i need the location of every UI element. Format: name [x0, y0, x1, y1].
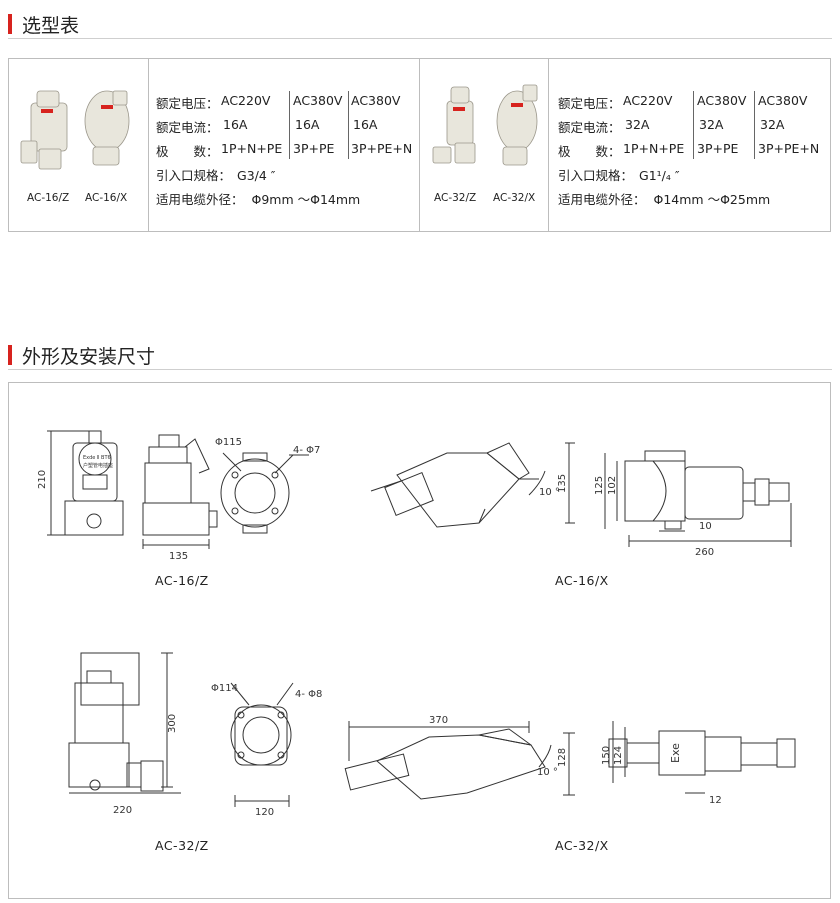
- voltage-value: AC220V: [221, 93, 271, 108]
- divider: [289, 91, 290, 159]
- product-caption: AC-32/Z: [434, 192, 477, 204]
- accent-bar: [8, 345, 12, 365]
- product-caption: AC-16/X: [85, 192, 128, 204]
- current-value: 32A: [760, 117, 785, 132]
- ac32z-top-view: [230, 682, 294, 807]
- dim-label: Φ115: [215, 437, 242, 448]
- cable-label: 适用电缆外径：Φ9mm ～Φ14mm: [156, 192, 361, 207]
- divider: [754, 91, 755, 159]
- poles-value: 1P+N+PE: [623, 141, 685, 156]
- divider: [548, 59, 549, 231]
- current-value: 16A: [353, 117, 378, 132]
- rated-voltage-label: 额定电压：: [558, 96, 621, 111]
- section-title: 选型表: [22, 15, 80, 37]
- poles-value: 3P+PE: [697, 141, 739, 156]
- dim-label: 370: [429, 715, 448, 726]
- poles-value: 3P+PE+N: [351, 141, 413, 156]
- rated-voltage-label: 额定电压：: [156, 96, 219, 111]
- inlet-label: 引入口规格：G3/4 ″: [156, 168, 276, 183]
- dim-label: 10: [699, 521, 712, 532]
- dim-label: 4- Φ8: [295, 689, 322, 700]
- dimension-drawings: 210 135 Φ115 4- Φ7 Exde Ⅱ BT6 户塑管电插座 10 …: [8, 382, 831, 899]
- nameplate-text: Exde Ⅱ BT6: [83, 455, 111, 461]
- accent-bar: [8, 14, 12, 34]
- divider: [419, 59, 420, 231]
- dim-label: 12: [709, 795, 722, 806]
- dim-label: 135: [557, 474, 568, 493]
- ac16z-front-view: [47, 430, 124, 536]
- ac16x-side-view: [370, 442, 575, 528]
- product-caption: AC-16/Z: [27, 192, 70, 204]
- voltage-value: AC380V: [758, 93, 808, 108]
- dim-label: 10 °: [537, 767, 558, 778]
- dim-label: 220: [113, 805, 132, 816]
- marking-text: Exe: [669, 743, 682, 763]
- dim-label: 150: [601, 746, 612, 765]
- product-photo-ac16: [20, 90, 130, 170]
- inlet-label: 引入口规格：G1¹/₄ ″: [558, 168, 680, 183]
- drawing-label: AC-32/Z: [155, 838, 209, 853]
- product-photo-ac32: [432, 84, 538, 166]
- dim-label: 124: [613, 746, 624, 765]
- dim-label: 102: [607, 476, 618, 495]
- voltage-value: AC380V: [293, 93, 343, 108]
- poles-value: 3P+PE+N: [758, 141, 820, 156]
- section-header-selection: 选型表: [8, 8, 832, 39]
- section-title: 外形及安装尺寸: [22, 346, 156, 368]
- drawing-label: AC-32/X: [555, 838, 609, 853]
- dim-label: 210: [37, 470, 48, 489]
- divider: [693, 91, 694, 159]
- dim-label: 120: [255, 807, 274, 818]
- current-value: 16A: [223, 117, 248, 132]
- ac32x-top-view: [608, 721, 796, 794]
- voltage-value: AC380V: [697, 93, 747, 108]
- product-caption: AC-32/X: [493, 192, 536, 204]
- selection-table: AC-16/Z AC-16/X 额定电压： 额定电流： 极 数： AC220V …: [8, 58, 831, 232]
- technical-drawing: 210 135 Φ115 4- Φ7 Exde Ⅱ BT6 户塑管电插座 10 …: [37, 430, 796, 818]
- divider: [8, 38, 832, 39]
- divider: [348, 91, 349, 159]
- rated-current-label: 额定电流：: [558, 120, 621, 135]
- nameplate-text: 户塑管电插座: [83, 462, 113, 469]
- poles-value: 1P+N+PE: [221, 141, 283, 156]
- dim-label: 300: [167, 714, 178, 733]
- dim-label: 125: [594, 476, 605, 495]
- ac16x-top-view: [604, 450, 792, 547]
- divider: [148, 59, 149, 231]
- dim-label: 10 °: [539, 487, 560, 498]
- section-header-dimensions: 外形及安装尺寸: [8, 339, 832, 370]
- voltage-value: AC220V: [623, 93, 673, 108]
- voltage-value: AC380V: [351, 93, 401, 108]
- dim-label: Φ114: [211, 683, 238, 694]
- rated-current-label: 额定电流：: [156, 120, 219, 135]
- ac16z-side-view: [142, 434, 218, 549]
- dim-label: 4- Φ7: [293, 445, 320, 456]
- ac16z-top-view: [220, 452, 309, 534]
- drawing-label: AC-16/X: [555, 573, 609, 588]
- poles-value: 3P+PE: [293, 141, 335, 156]
- poles-label: 极 数：: [156, 144, 219, 159]
- ac32x-side-view: [344, 721, 575, 800]
- current-value: 32A: [625, 117, 650, 132]
- drawing-label: AC-16/Z: [155, 573, 209, 588]
- dim-label: 260: [695, 547, 714, 558]
- poles-label: 极 数：: [558, 144, 621, 159]
- dim-label: 135: [169, 551, 188, 562]
- dim-label: 128: [557, 748, 568, 767]
- current-value: 32A: [699, 117, 724, 132]
- ac32z-front-view: [68, 652, 181, 794]
- divider: [8, 369, 832, 370]
- cable-label: 适用电缆外径：Φ14mm ～Φ25mm: [558, 192, 771, 207]
- current-value: 16A: [295, 117, 320, 132]
